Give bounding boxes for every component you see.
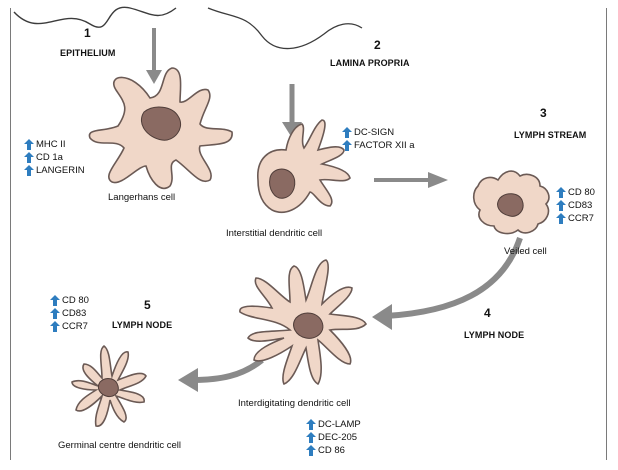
- stage-4-cell-name: Interdigitating dendritic cell: [238, 398, 350, 409]
- marker-label: LANGERIN: [36, 164, 85, 177]
- up-arrow-icon: [50, 321, 60, 332]
- stage-4-location: LYMPH NODE: [464, 330, 524, 340]
- stage-3-location: LYMPH STREAM: [514, 130, 586, 140]
- up-arrow-icon: [556, 200, 566, 211]
- marker-item: CCR7: [556, 212, 595, 225]
- arrow-to-veiled-cell: [374, 172, 448, 188]
- up-arrow-icon: [50, 295, 60, 306]
- marker-label: MHC II: [36, 138, 66, 151]
- veiled-cell: [474, 171, 549, 233]
- marker-label: DC-LAMP: [318, 418, 361, 431]
- marker-label: CD83: [568, 199, 592, 212]
- up-arrow-icon: [556, 187, 566, 198]
- stage-1-markers: MHC II CD 1a LANGERIN: [24, 138, 85, 177]
- stage-4-number: 4: [484, 306, 491, 320]
- stage-1-cell-name: Langerhans cell: [108, 192, 175, 203]
- up-arrow-icon: [342, 140, 352, 151]
- marker-label: FACTOR XII a: [354, 139, 415, 152]
- marker-item: DEC-205: [306, 431, 361, 444]
- stage-2-location: LAMINA PROPRIA: [330, 58, 410, 68]
- marker-item: MHC II: [24, 138, 85, 151]
- marker-label: CD 1a: [36, 151, 63, 164]
- stage-4-markers: DC-LAMP DEC-205 CD 86: [306, 418, 361, 457]
- marker-item: CD 80: [50, 294, 89, 307]
- arrow-entry-langerhans: [146, 28, 162, 84]
- marker-item: FACTOR XII a: [342, 139, 415, 152]
- marker-label: CCR7: [62, 320, 88, 333]
- germinal-centre-dendritic-cell: [72, 346, 146, 426]
- stage-5-markers: CD 80 CD83 CCR7: [50, 294, 89, 333]
- marker-item: LANGERIN: [24, 164, 85, 177]
- marker-label: CD 86: [318, 444, 345, 457]
- marker-item: CCR7: [50, 320, 89, 333]
- up-arrow-icon: [24, 152, 34, 163]
- stage-2-number: 2: [374, 38, 381, 52]
- marker-item: CD 80: [556, 186, 595, 199]
- up-arrow-icon: [306, 432, 316, 443]
- marker-label: CD83: [62, 307, 86, 320]
- stage-1-number: 1: [84, 26, 91, 40]
- stage-5-location: LYMPH NODE: [112, 320, 172, 330]
- up-arrow-icon: [24, 165, 34, 176]
- marker-item: CD 1a: [24, 151, 85, 164]
- up-arrow-icon: [306, 419, 316, 430]
- marker-item: DC-LAMP: [306, 418, 361, 431]
- stage-3-cell-name: Veiled cell: [504, 246, 547, 257]
- up-arrow-icon: [306, 445, 316, 456]
- marker-label: CD 80: [568, 186, 595, 199]
- lamina-wavy-line: [208, 8, 362, 49]
- marker-item: CD83: [50, 307, 89, 320]
- epithelium-wavy-line: [14, 7, 176, 27]
- up-arrow-icon: [24, 139, 34, 150]
- marker-item: CD83: [556, 199, 595, 212]
- stage-5-number: 5: [144, 298, 151, 312]
- marker-label: CCR7: [568, 212, 594, 225]
- stage-1-location: EPITHELIUM: [60, 48, 116, 58]
- marker-item: CD 86: [306, 444, 361, 457]
- arrow-to-interdigitating-cell: [372, 238, 520, 330]
- marker-label: DEC-205: [318, 431, 357, 444]
- stage-2-cell-name: Interstitial dendritic cell: [226, 228, 322, 239]
- up-arrow-icon: [342, 127, 352, 138]
- marker-item: DC-SIGN: [342, 126, 415, 139]
- up-arrow-icon: [50, 308, 60, 319]
- langerhans-cell: [89, 68, 232, 188]
- stage-5-cell-name: Germinal centre dendritic cell: [58, 440, 181, 451]
- up-arrow-icon: [556, 213, 566, 224]
- arrow-to-germinal-cell: [178, 360, 262, 392]
- stage-3-number: 3: [540, 106, 547, 120]
- marker-label: CD 80: [62, 294, 89, 307]
- marker-label: DC-SIGN: [354, 126, 394, 139]
- interstitial-dendritic-cell: [258, 120, 350, 212]
- stage-2-markers: DC-SIGN FACTOR XII a: [342, 126, 415, 152]
- stage-3-markers: CD 80 CD83 CCR7: [556, 186, 595, 225]
